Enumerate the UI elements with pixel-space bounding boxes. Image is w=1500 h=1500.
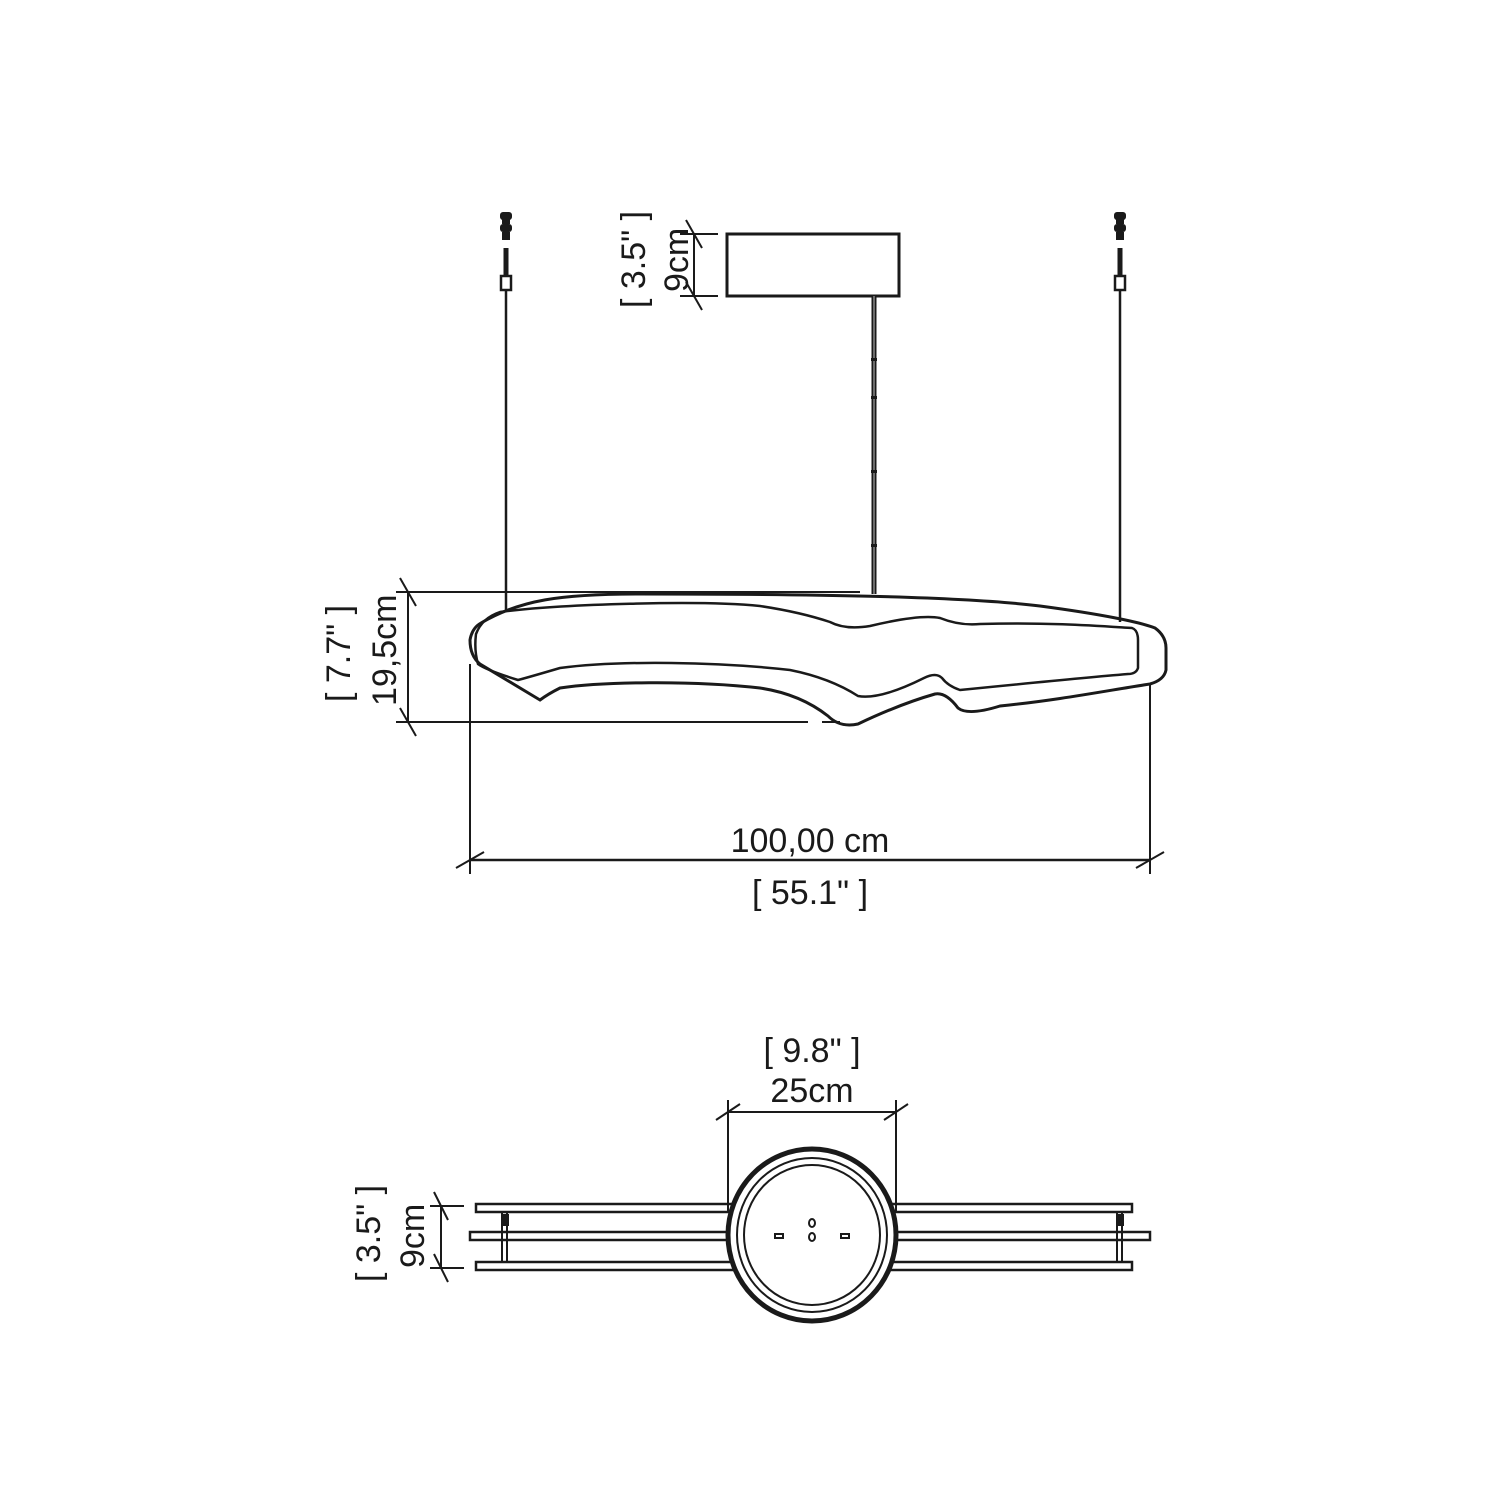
canopy-box xyxy=(725,232,901,298)
lamp-body-outer xyxy=(468,592,1168,727)
left-suspension-cable xyxy=(499,212,513,612)
overall-width-metric: 100,00 cm xyxy=(731,822,890,860)
body-height-metric: 19,5cm xyxy=(366,595,404,707)
canopy-round-top xyxy=(725,1146,899,1324)
canopy-diameter-dimension xyxy=(715,1100,909,1212)
canopy-height-imperial: [ 3.5" ] xyxy=(615,211,653,308)
top-view: [ 9.8" ] 25cm [ 3.5" ] 9cm xyxy=(350,1032,1152,1324)
body-depth-dimension xyxy=(430,1191,464,1283)
body-height-dimension xyxy=(396,577,860,737)
overall-width-imperial: [ 55.1" ] xyxy=(752,874,868,912)
canopy-diameter-metric: 25cm xyxy=(770,1072,853,1110)
front-view: [ 3.5" ] 9cm [ 7.7" ] 19,5cm 100,00 cm [… xyxy=(320,211,1168,912)
body-depth-imperial: [ 3.5" ] xyxy=(350,1185,388,1282)
power-cord xyxy=(871,296,877,594)
body-depth-metric: 9cm xyxy=(394,1204,432,1268)
right-suspension-cable xyxy=(1113,212,1127,622)
lamp-body-inner xyxy=(474,601,1140,698)
canopy-height-dimension xyxy=(680,219,718,311)
canopy-diameter-imperial: [ 9.8" ] xyxy=(763,1032,860,1070)
body-height-imperial: [ 7.7" ] xyxy=(320,605,358,702)
canopy-height-metric: 9cm xyxy=(658,228,696,292)
overall-width-dimension xyxy=(455,664,1165,874)
